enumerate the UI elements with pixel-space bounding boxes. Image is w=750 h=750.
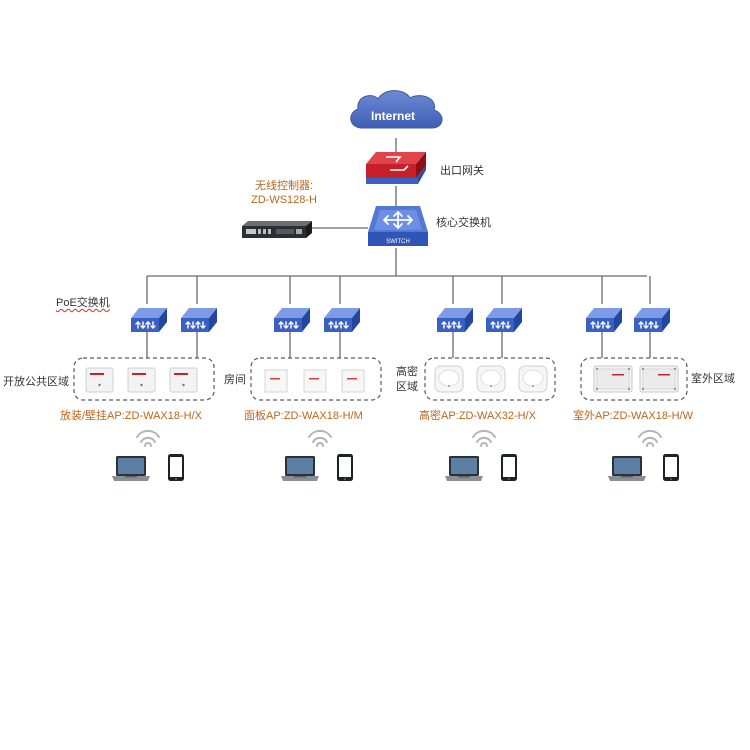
phone-icon: [663, 454, 679, 481]
poe-switch-label: PoE交换机: [56, 297, 110, 309]
gateway-label: 出口网关: [440, 165, 484, 177]
poe-switch-icon: [633, 307, 671, 333]
core-switch-badge: SWITCH: [386, 239, 410, 245]
outdoor-ap-icon: [593, 365, 633, 393]
poe-switch-icon: [180, 307, 218, 333]
zone-label-outdoor: 室外区域: [691, 373, 735, 385]
phone-icon: [168, 454, 184, 481]
wifi-signal-icon: [472, 429, 496, 447]
core-switch-icon: [368, 206, 428, 246]
poe-switch-icon: [323, 307, 361, 333]
zone-box-room: [250, 357, 382, 401]
zone-label-open-public: 开放公共区域: [3, 376, 69, 388]
ap-model-label-panel: 面板AP:ZD-WAX18-H/M: [244, 410, 363, 422]
high-density-ap-icon: [476, 365, 506, 393]
panel-ap-icon: [303, 369, 327, 393]
wifi-signal-icon: [136, 429, 160, 447]
wireless-controller-icon: [242, 221, 312, 238]
laptop-icon: [608, 456, 646, 481]
controller-title: 无线控制器:: [255, 180, 314, 192]
zone-box-high-density: [424, 357, 556, 401]
poe-switch-icon: [273, 307, 311, 333]
phone-icon: [501, 454, 517, 481]
zone-label-room: 房间: [224, 374, 246, 386]
laptop-icon: [445, 456, 483, 481]
ap-model-label-outdoor: 室外AP:ZD-WAX18-H/W: [573, 410, 693, 422]
connection-lines: [146, 138, 651, 358]
phone-icon: [337, 454, 353, 481]
laptop-icon: [281, 456, 319, 481]
panel-ap-icon: [341, 369, 365, 393]
ap-model-label-high-density: 高密AP:ZD-WAX32-H/X: [419, 410, 536, 422]
poe-switch-icon: [585, 307, 623, 333]
wall-ap-icon: [85, 367, 114, 393]
outdoor-ap-icon: [639, 365, 679, 393]
gateway-router-icon: [366, 152, 426, 184]
high-density-ap-icon: [518, 365, 548, 393]
high-density-ap-icon: [434, 365, 464, 393]
poe-switch-icon: [436, 307, 474, 333]
zone-label-high-density-2: 区域: [396, 381, 418, 393]
wifi-signal-icon: [638, 429, 662, 447]
zone-box-outdoor: [580, 357, 688, 401]
internet-label: Internet: [371, 109, 416, 123]
internet-cloud-icon: [350, 90, 443, 129]
zone-box-open-public: [73, 357, 215, 401]
core-switch-label: 核心交换机: [436, 217, 491, 229]
poe-switch-icon: [130, 307, 168, 333]
poe-switch-icon: [485, 307, 523, 333]
wall-ap-icon: [169, 367, 198, 393]
ap-model-label-wall: 放装/壁挂AP:ZD-WAX18-H/X: [60, 410, 202, 422]
wall-ap-icon: [127, 367, 156, 393]
panel-ap-icon: [264, 369, 288, 393]
wifi-signal-icon: [308, 429, 332, 447]
laptop-icon: [112, 456, 150, 481]
zone-label-high-density-1: 高密: [396, 366, 418, 378]
controller-model: ZD-WS128-H: [251, 194, 318, 206]
